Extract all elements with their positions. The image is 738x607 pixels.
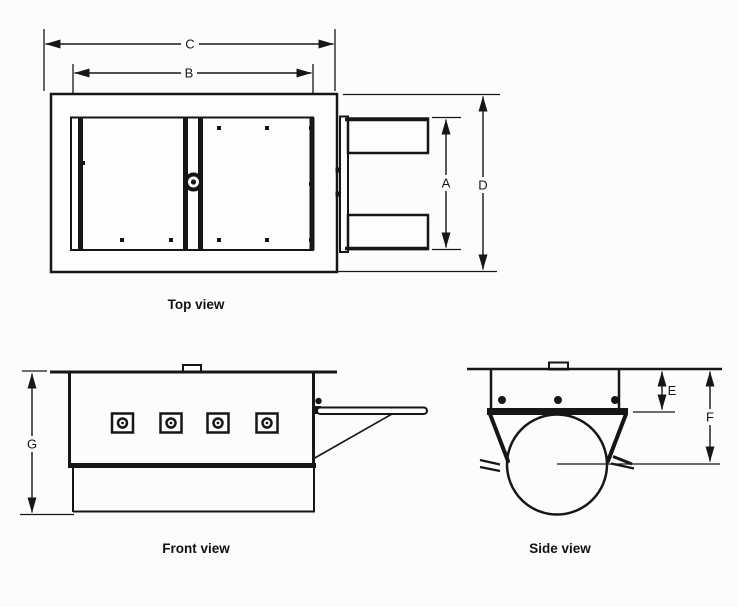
screw-dot <box>217 126 221 130</box>
top-view-title: Top view <box>168 297 225 312</box>
latch <box>255 412 279 434</box>
bracket-top-tab <box>346 117 430 155</box>
screw-dot <box>217 238 221 242</box>
clamp-bolt-right <box>612 455 633 466</box>
bolt-dot <box>554 396 562 404</box>
dimension-a: A <box>432 116 461 251</box>
dim-label-d: D <box>478 178 487 193</box>
side-view-title: Side view <box>529 541 591 556</box>
dim-label-e: E <box>668 383 677 398</box>
bracket-bolt <box>335 167 341 173</box>
dimension-g: G <box>20 370 74 516</box>
bracket-bottom-tab <box>346 213 430 251</box>
screw-dots <box>81 126 313 242</box>
screw-dot <box>265 126 269 130</box>
latch-row <box>110 412 279 434</box>
clamp-strap-right <box>606 412 628 463</box>
latch <box>206 412 230 434</box>
panel-left-stiffener <box>78 117 83 250</box>
dim-label-bg <box>24 436 40 452</box>
screw-dot <box>265 238 269 242</box>
bracket-plate <box>339 115 349 253</box>
clamp-bolt-left <box>479 458 501 466</box>
blade-pivot-dot <box>315 397 322 405</box>
dimension-c: C <box>43 29 336 91</box>
dimension-f: F <box>702 371 718 462</box>
screw-dot <box>81 161 85 165</box>
front-view-title: Front view <box>162 541 230 556</box>
latch-screw-center <box>169 421 173 425</box>
latch <box>110 412 135 434</box>
latch-screw-center <box>216 421 220 425</box>
front-view: G Front view <box>20 364 428 556</box>
blade-brace-line <box>312 413 393 460</box>
dimension-b: B <box>72 64 314 94</box>
bolt-dot <box>498 396 506 404</box>
panel-knob-center <box>190 179 197 185</box>
dim-label-bg <box>475 177 491 193</box>
damper-blade <box>316 406 428 415</box>
screw-dot <box>120 238 124 242</box>
clamp-strap-left <box>488 412 510 463</box>
dim-label-c: C <box>185 37 194 52</box>
dim-label-f: F <box>706 410 714 425</box>
bracket-bolt <box>335 191 341 197</box>
dim-label-a: A <box>442 176 451 191</box>
support-bar <box>487 408 628 415</box>
screw-dot <box>309 182 313 186</box>
dimension-d: D <box>338 93 500 273</box>
screw-dot <box>309 238 313 242</box>
bolt-dot <box>611 396 619 404</box>
dimension-e: E <box>633 371 677 413</box>
dim-label-bg <box>438 175 454 191</box>
latch-screw-center <box>265 421 269 425</box>
side-view: E F Side view <box>467 361 722 556</box>
dim-label-bg <box>702 409 718 425</box>
dim-label-bg <box>181 36 199 52</box>
latch <box>159 412 183 434</box>
dim-label-g: G <box>27 437 37 452</box>
dim-label-b: B <box>185 66 194 81</box>
dim-label-bg <box>181 65 197 81</box>
clamp-bolt-left <box>479 465 501 473</box>
screw-dot <box>309 126 313 130</box>
latch-screw-center <box>121 421 124 425</box>
top-view: C B A D Top view <box>43 29 500 312</box>
screw-dot <box>169 238 173 242</box>
